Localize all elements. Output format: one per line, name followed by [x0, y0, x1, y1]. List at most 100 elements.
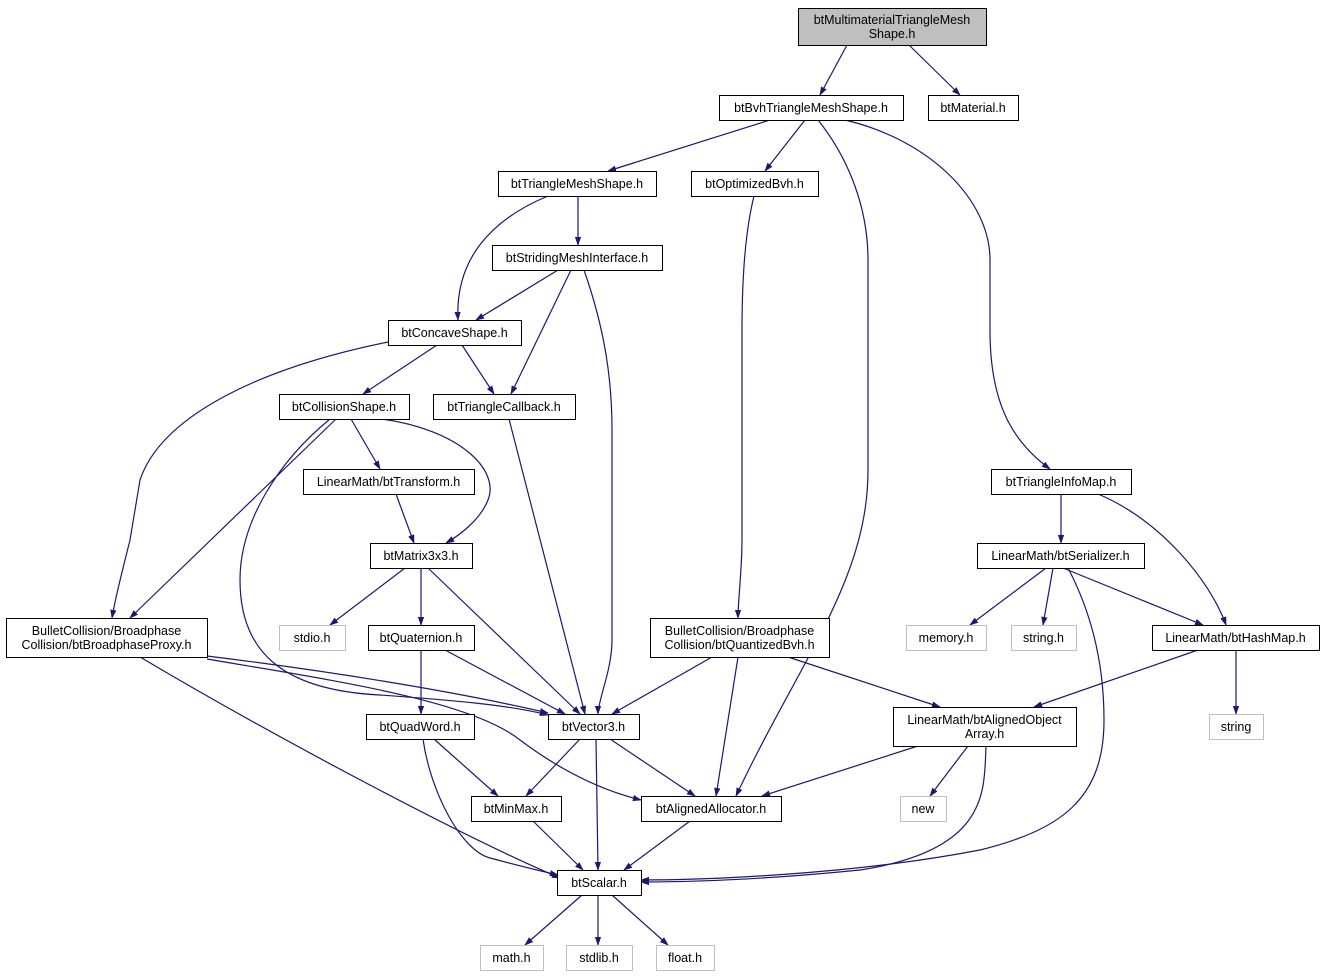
node-collshape[interactable]: btCollisionShape.h — [279, 394, 410, 420]
edge-vec3-to-alloc — [609, 738, 696, 797]
node-scalar[interactable]: btScalar.h — [557, 870, 642, 896]
node-box — [650, 618, 830, 658]
node-bvhtri[interactable]: btBvhTriangleMeshShape.h — [719, 95, 904, 121]
node-box — [566, 945, 633, 971]
node-label: float.h — [668, 951, 702, 965]
node-hashmap[interactable]: LinearMath/btHashMap.h — [1152, 625, 1320, 651]
node-label: btQuaternion.h — [380, 631, 463, 645]
node-material[interactable]: btMaterial.h — [928, 95, 1019, 121]
node-concave[interactable]: btConcaveShape.h — [388, 320, 522, 346]
node-label: btConcaveShape.h — [401, 326, 507, 340]
node-label: btTriangleCallback.h — [447, 400, 561, 414]
node-box — [480, 945, 544, 971]
node-label: LinearMath/btHashMap.h — [1165, 631, 1305, 645]
node-stringh: string.h — [1011, 625, 1077, 651]
node-tricb[interactable]: btTriangleCallback.h — [433, 394, 576, 420]
node-box — [977, 543, 1145, 569]
node-label: btCollisionShape.h — [292, 400, 396, 414]
node-label: LinearMath/btAlignedObject — [907, 713, 1062, 727]
edge-bpproxy-to-alloc — [206, 658, 642, 802]
node-label: btScalar.h — [571, 876, 627, 890]
edge-bpproxy-to-scalar — [139, 656, 561, 879]
edge-alloc-to-scalar — [623, 820, 691, 871]
node-label: Collision/btQuantizedBvh.h — [664, 638, 814, 652]
node-box — [798, 8, 987, 46]
node-label: Collision/btBroadphaseProxy.h — [21, 638, 191, 652]
node-math: math.h — [480, 945, 544, 971]
node-striding[interactable]: btStridingMeshInterface.h — [492, 245, 663, 271]
node-label: btOptimizedBvh.h — [705, 177, 804, 191]
node-qword[interactable]: btQuadWord.h — [366, 714, 475, 740]
edge-optbvh-to-qbvh — [734, 195, 755, 619]
node-transform[interactable]: LinearMath/btTransform.h — [303, 469, 475, 495]
edge-serializer-to-memory — [969, 567, 1047, 626]
node-box — [279, 394, 410, 420]
node-bpproxy[interactable]: BulletCollision/BroadphaseCollision/btBr… — [6, 618, 208, 658]
node-box — [303, 469, 475, 495]
node-label: Shape.h — [869, 27, 916, 41]
edge-bvhtri-to-timinfo — [844, 119, 1051, 470]
edge-tricb-to-vec3 — [508, 418, 587, 715]
edge-bvhtri-to-optbvh — [764, 119, 806, 172]
edge-serializer-to-scalar — [640, 567, 1105, 884]
node-label: btMinMax.h — [484, 802, 549, 816]
node-box — [1209, 714, 1264, 740]
node-label: string — [1221, 720, 1252, 734]
node-alloc[interactable]: btAlignedAllocator.h — [641, 796, 782, 822]
node-label: math.h — [492, 951, 530, 965]
node-box — [557, 870, 642, 896]
node-box — [388, 320, 522, 346]
node-label: btBvhTriangleMeshShape.h — [734, 101, 888, 115]
node-label: btTriangleMeshShape.h — [511, 177, 643, 191]
edge-root-to-material — [908, 44, 961, 96]
edge-aoa-to-scalar — [640, 745, 987, 886]
node-box — [900, 796, 947, 822]
edge-collshape-to-vec3 — [239, 418, 549, 716]
node-label: new — [912, 802, 936, 816]
node-quat[interactable]: btQuaternion.h — [368, 625, 475, 651]
edge-serializer-to-hashmap — [1062, 567, 1204, 626]
node-timinfo[interactable]: btTriangleInfoMap.h — [991, 469, 1132, 495]
edge-minmax-to-scalar — [532, 820, 584, 871]
node-label: btMaterial.h — [940, 101, 1005, 115]
node-box — [656, 945, 715, 971]
node-trimesh[interactable]: btTriangleMeshShape.h — [498, 171, 657, 197]
edge-striding-to-vec3 — [583, 269, 613, 715]
node-label: string.h — [1023, 631, 1064, 645]
node-matrix[interactable]: btMatrix3x3.h — [370, 543, 473, 569]
edge-vec3-to-scalar — [594, 738, 602, 871]
node-optbvh[interactable]: btOptimizedBvh.h — [691, 171, 819, 197]
edge-timinfo-to-hashmap — [1097, 493, 1227, 626]
node-label: stdio.h — [294, 631, 331, 645]
node-stdio: stdio.h — [279, 625, 346, 651]
node-label: BulletCollision/Broadphase — [665, 624, 814, 638]
node-box — [366, 714, 475, 740]
edge-vec3-to-minmax — [525, 738, 581, 797]
node-minmax[interactable]: btMinMax.h — [471, 796, 562, 822]
edges — [110, 44, 1240, 946]
edge-concave-to-tricb — [461, 344, 495, 395]
edge-matrix-to-stdio — [329, 567, 406, 626]
node-serializer[interactable]: LinearMath/btSerializer.h — [977, 543, 1145, 569]
edge-concave-to-collshape — [362, 344, 438, 395]
edge-quat-to-vec3 — [444, 649, 566, 715]
node-stdlib: stdlib.h — [566, 945, 633, 971]
node-box — [691, 171, 819, 197]
node-qbvh[interactable]: BulletCollision/BroadphaseCollision/btQu… — [650, 618, 830, 658]
edge-root-to-bvhtri — [819, 44, 848, 96]
node-float: float.h — [656, 945, 715, 971]
edge-trimesh-to-concave — [454, 195, 549, 321]
edge-concave-to-bpproxy — [110, 341, 389, 619]
edge-bvhtri-to-alloc — [735, 119, 869, 797]
node-label: LinearMath/btTransform.h — [317, 475, 460, 489]
edge-striding-to-concave — [475, 269, 559, 321]
node-label: btVector3.h — [562, 720, 625, 734]
edge-scalar-to-math — [524, 894, 583, 946]
edge-collshape-to-matrix — [381, 418, 491, 544]
node-vec3[interactable]: btVector3.h — [548, 714, 640, 740]
edge-qword-to-scalar — [422, 738, 559, 877]
